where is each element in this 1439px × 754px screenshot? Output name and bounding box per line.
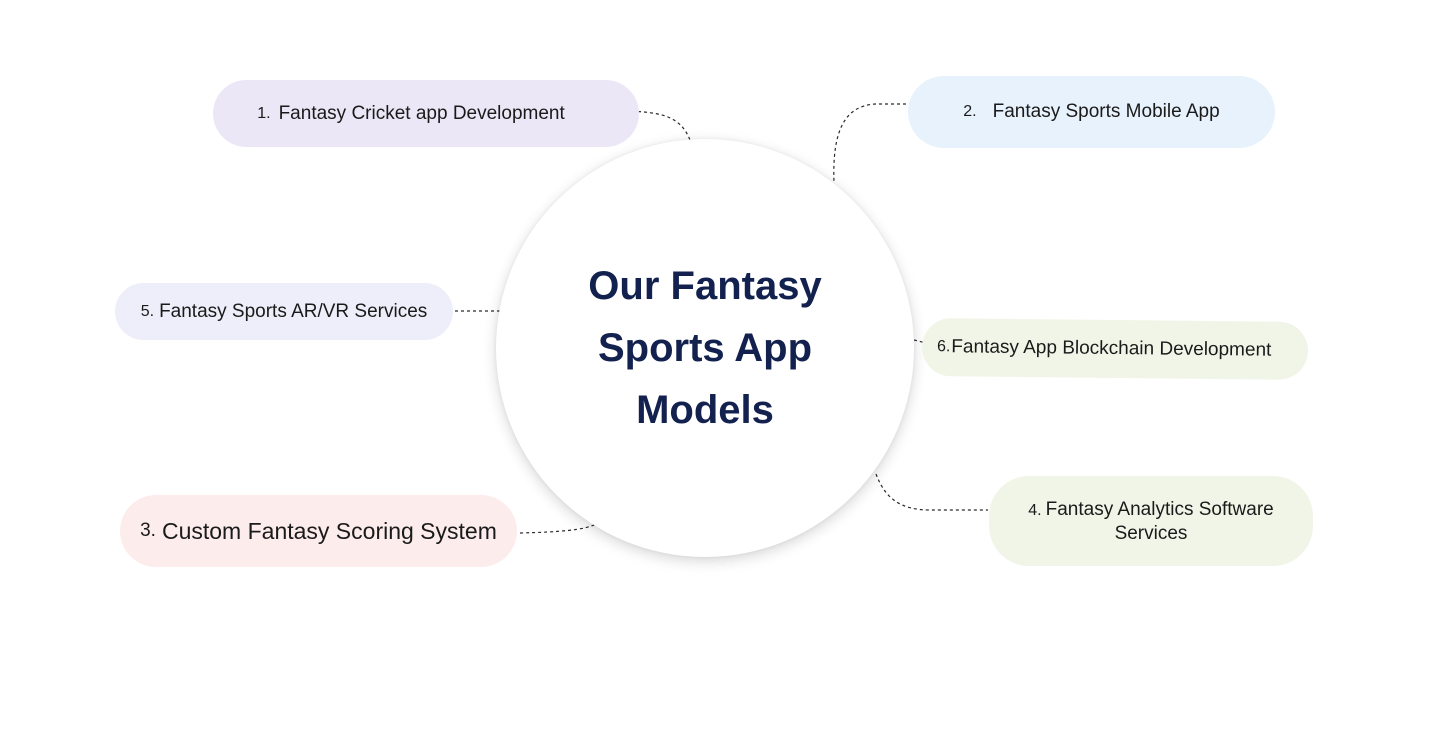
- connector-model-4: [875, 473, 988, 511]
- connector-model-2: [833, 103, 912, 184]
- center-title: Our Fantasy Sports App Models: [588, 264, 822, 432]
- model-number: 3.: [140, 520, 156, 541]
- model-number: 2.: [963, 103, 977, 120]
- model-label: Custom Fantasy Scoring System: [161, 517, 497, 544]
- model-number: 5.: [140, 302, 155, 320]
- connector-model-3: [519, 523, 597, 534]
- model-number: 4.: [1028, 501, 1042, 519]
- center-circle: Our Fantasy Sports App Models: [496, 139, 914, 557]
- model-pill-5: 5. Fantasy Sports AR/VR Services: [115, 283, 453, 340]
- model-pill-4: 4.Fantasy Analytics Software Services: [989, 476, 1313, 566]
- model-number: 6.: [936, 338, 951, 356]
- model-number: 1.: [257, 104, 271, 122]
- model-pill-1: 1. Fantasy Cricket app Development: [213, 80, 639, 147]
- model-label: Fantasy Cricket app Development: [278, 102, 565, 124]
- model-pill-2: 2. Fantasy Sports Mobile App: [908, 76, 1275, 148]
- model-label: Fantasy Sports Mobile App: [992, 101, 1220, 122]
- model-label: Fantasy Sports AR/VR Services: [159, 300, 428, 322]
- model-text-wrap: 4.Fantasy Analytics Software Services: [1006, 498, 1296, 545]
- model-pill-3: 3. Custom Fantasy Scoring System: [120, 495, 517, 567]
- model-label: Fantasy Analytics Software Services: [1045, 498, 1274, 544]
- model-label: Fantasy App Blockchain Development: [951, 336, 1272, 361]
- model-pill-6: 6. Fantasy App Blockchain Development: [921, 317, 1309, 381]
